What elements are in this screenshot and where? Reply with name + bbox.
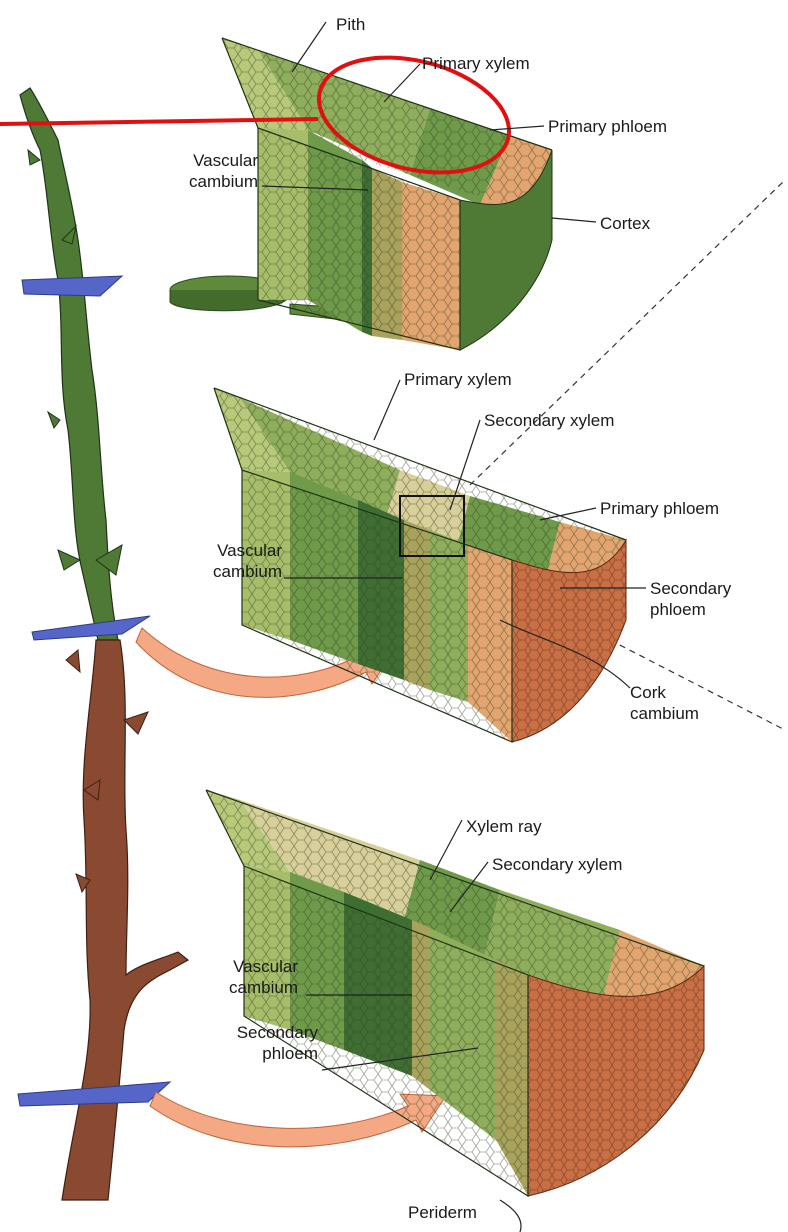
label-primary-xylem-1: Primary xylem [422, 54, 530, 73]
label-secondary-xylem-3: Secondary xylem [492, 855, 622, 874]
section-plane-2 [32, 616, 150, 640]
label-xylem-ray: Xylem ray [466, 817, 542, 836]
label-primary-xylem-2: Primary xylem [404, 370, 512, 389]
label-secondary-xylem-2: Secondary xylem [484, 411, 614, 430]
label-cortex: Cortex [600, 214, 651, 233]
label-primary-phloem-2: Primary phloem [600, 499, 719, 518]
label-primary-phloem-1: Primary phloem [548, 117, 667, 136]
label-periderm: Periderm [408, 1203, 477, 1222]
section-plane-1 [22, 276, 122, 296]
label-pith: Pith [336, 15, 365, 34]
wedge-1 [222, 38, 552, 350]
